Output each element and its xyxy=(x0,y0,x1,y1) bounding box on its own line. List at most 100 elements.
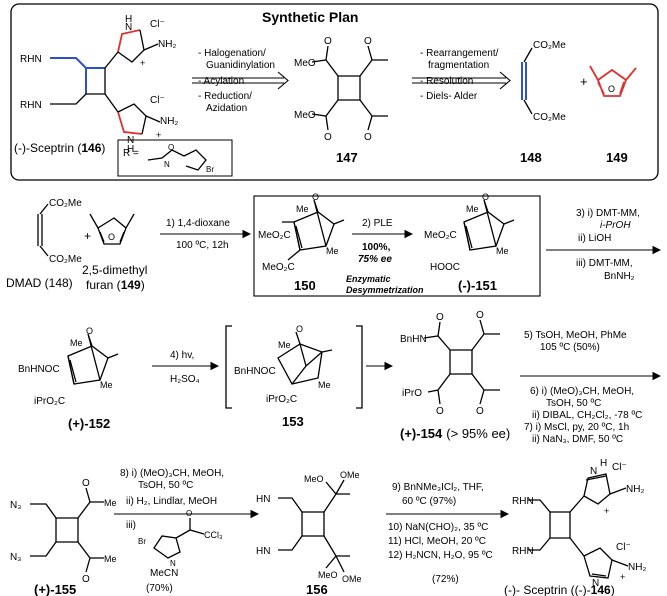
compound-156-label: 156 xyxy=(306,582,328,596)
cond-1a: 1) 1,4-dioxane xyxy=(166,218,230,229)
svg-text:Me: Me xyxy=(100,380,113,390)
cond-11: 11) HCl, MeOH, 20 ºC xyxy=(388,536,486,547)
svg-text:- Reduction/: - Reduction/ xyxy=(198,91,252,102)
svg-text:Me: Me xyxy=(70,338,83,348)
cond-12: 12) H₂NCN, H₂O, 95 ºC xyxy=(388,550,493,561)
svg-text:O: O xyxy=(476,310,484,321)
svg-text:OMe: OMe xyxy=(340,470,360,480)
svg-text:Br: Br xyxy=(138,537,146,546)
svg-text:O: O xyxy=(364,36,372,47)
cond-3d: iii) DMT-MM, xyxy=(576,258,633,269)
rhn-label-bottom: RHN xyxy=(20,100,42,111)
svg-text:O: O xyxy=(436,406,444,417)
svg-text:BnHN: BnHN xyxy=(400,334,427,345)
svg-text:HN: HN xyxy=(256,546,270,557)
cond-2: 2) PLE xyxy=(362,218,393,229)
compound-153-structure: Me O Me BnHNOC iPrO₂C xyxy=(234,324,333,405)
r-o-label: O xyxy=(168,143,174,152)
svg-text:MeO: MeO xyxy=(304,474,324,484)
cond-7b: ii) NaN₃, DMF, 50 ºC xyxy=(532,434,623,445)
compound-151-structure: Me O Me MeO₂C HOOC xyxy=(424,192,515,273)
compound-155-structure: N₃ N₃ O O Me Me xyxy=(10,478,117,585)
enzymatic-label: Enzymatic xyxy=(346,274,391,284)
svg-text:O: O xyxy=(82,574,90,585)
cond-9a: 9) BnNMe₃ICl₂, THF, xyxy=(392,482,484,493)
yield-2a: 100%, xyxy=(362,242,391,253)
svg-text:N: N xyxy=(592,578,599,589)
svg-text:HN: HN xyxy=(256,494,270,505)
svg-text:- Resolution: - Resolution xyxy=(420,76,473,87)
svg-text:O: O xyxy=(312,192,319,202)
svg-text:Me: Me xyxy=(318,380,331,390)
svg-text:MeO₂C: MeO₂C xyxy=(262,262,295,273)
svg-text:BnHNOC: BnHNOC xyxy=(18,364,60,375)
cond-6a: 6) i) (MeO)₃CH, MeOH, xyxy=(530,386,634,397)
compound-151-label: (-)-151 xyxy=(458,278,497,293)
svg-text:MeO: MeO xyxy=(318,570,338,580)
svg-text:MeO₂C: MeO₂C xyxy=(424,230,457,241)
svg-text:+: + xyxy=(620,572,625,582)
svg-text:CO₂Me: CO₂Me xyxy=(49,254,82,265)
svg-text:MeO₂C: MeO₂C xyxy=(258,230,291,241)
cond-5b: 105 ºC (50%) xyxy=(540,342,600,353)
svg-text:iPrO: iPrO xyxy=(402,388,422,399)
svg-text:O: O xyxy=(324,36,332,47)
yield-9-12: (72%) xyxy=(432,574,459,585)
svg-text:- Halogenation/: - Halogenation/ xyxy=(198,48,266,59)
compound-148-label: 148 xyxy=(520,150,542,165)
dmad-label: DMAD (148) xyxy=(6,276,73,290)
r-def-label: R = xyxy=(123,148,139,159)
cond-8c: ii) H₂, Lindlar, MeOH xyxy=(126,496,217,507)
svg-text:iPrO₂C: iPrO₂C xyxy=(34,396,65,407)
cond-8a: 8) i) (MeO)₃CH, MeOH, xyxy=(120,468,224,479)
svg-text:O: O xyxy=(482,192,489,202)
h-top: H xyxy=(125,14,132,25)
svg-text:CO₂Me: CO₂Me xyxy=(49,198,82,209)
svg-text:Me: Me xyxy=(466,204,479,214)
compound-147-label: 147 xyxy=(336,150,358,165)
cond-3c: ii) LiOH xyxy=(578,233,611,244)
nh2-bottom: NH₂ xyxy=(160,116,178,127)
svg-text:- Acylation: - Acylation xyxy=(198,76,244,87)
synthetic-plan-box xyxy=(10,3,659,181)
svg-text:Cl⁻: Cl⁻ xyxy=(612,462,627,473)
svg-text:+: + xyxy=(580,74,588,89)
svg-text:Me: Me xyxy=(278,340,291,350)
cond-3a: 3) i) DMT-MM, xyxy=(576,208,640,219)
h-bottom: H xyxy=(127,144,134,155)
cond-8d: iii) xyxy=(126,520,136,531)
compound-150-structure: Me O Me MeO₂C MeO₂C xyxy=(258,192,345,273)
compound-147-structure: MeO O MeO O O O xyxy=(294,36,388,143)
nh2-top: NH₂ xyxy=(158,39,176,50)
svg-text:Guanidinylation: Guanidinylation xyxy=(206,60,275,71)
cond-10: 10) NaN(CHO)₂, 35 ºC xyxy=(388,522,488,533)
cond-7a: 7) i) MsCl, py, 20 ºC, 1h xyxy=(524,422,629,433)
n-top: N xyxy=(125,22,132,33)
compound-156-structure: HN HN MeO OMe MeO OMe xyxy=(256,470,362,584)
cond-5a: 5) TsOH, MeOH, PhMe xyxy=(524,330,627,341)
compound-152-label: (+)-152 xyxy=(68,416,110,431)
svg-text:O: O xyxy=(82,478,90,489)
chloride-bottom: Cl⁻ xyxy=(150,95,165,106)
plan-steps-1: - Halogenation/ Guanidinylation - Acylat… xyxy=(198,48,275,114)
cond-1b: 100 ºC, 12h xyxy=(176,240,229,251)
svg-text:- Diels- Alder: - Diels- Alder xyxy=(420,91,478,102)
svg-text:- Rearrangement/: - Rearrangement/ xyxy=(420,48,499,59)
cond-8e: MeCN xyxy=(150,568,178,579)
rhn-label-top: RHN xyxy=(20,54,42,65)
cond-8b: TsOH, 50 ºC xyxy=(138,480,193,491)
svg-text:N₃: N₃ xyxy=(10,552,21,563)
svg-text:RHN: RHN xyxy=(512,496,534,507)
svg-text:O: O xyxy=(186,509,192,518)
svg-text:Cl⁻: Cl⁻ xyxy=(616,542,631,553)
compound-154-label: (+)-154(> 95% ee) xyxy=(400,426,510,441)
compound-149-label: 149 xyxy=(606,150,628,165)
r-nh-label: N xyxy=(164,160,170,169)
cond-4a: 4) hv, xyxy=(170,350,194,361)
svg-text:O: O xyxy=(608,84,615,94)
final-sceptrin-label: (-)- Sceptrin ((-)-146) xyxy=(504,583,615,596)
svg-text:O: O xyxy=(108,232,115,242)
svg-text:iPrO₂C: iPrO₂C xyxy=(266,394,297,405)
svg-text:Me: Me xyxy=(496,246,509,256)
